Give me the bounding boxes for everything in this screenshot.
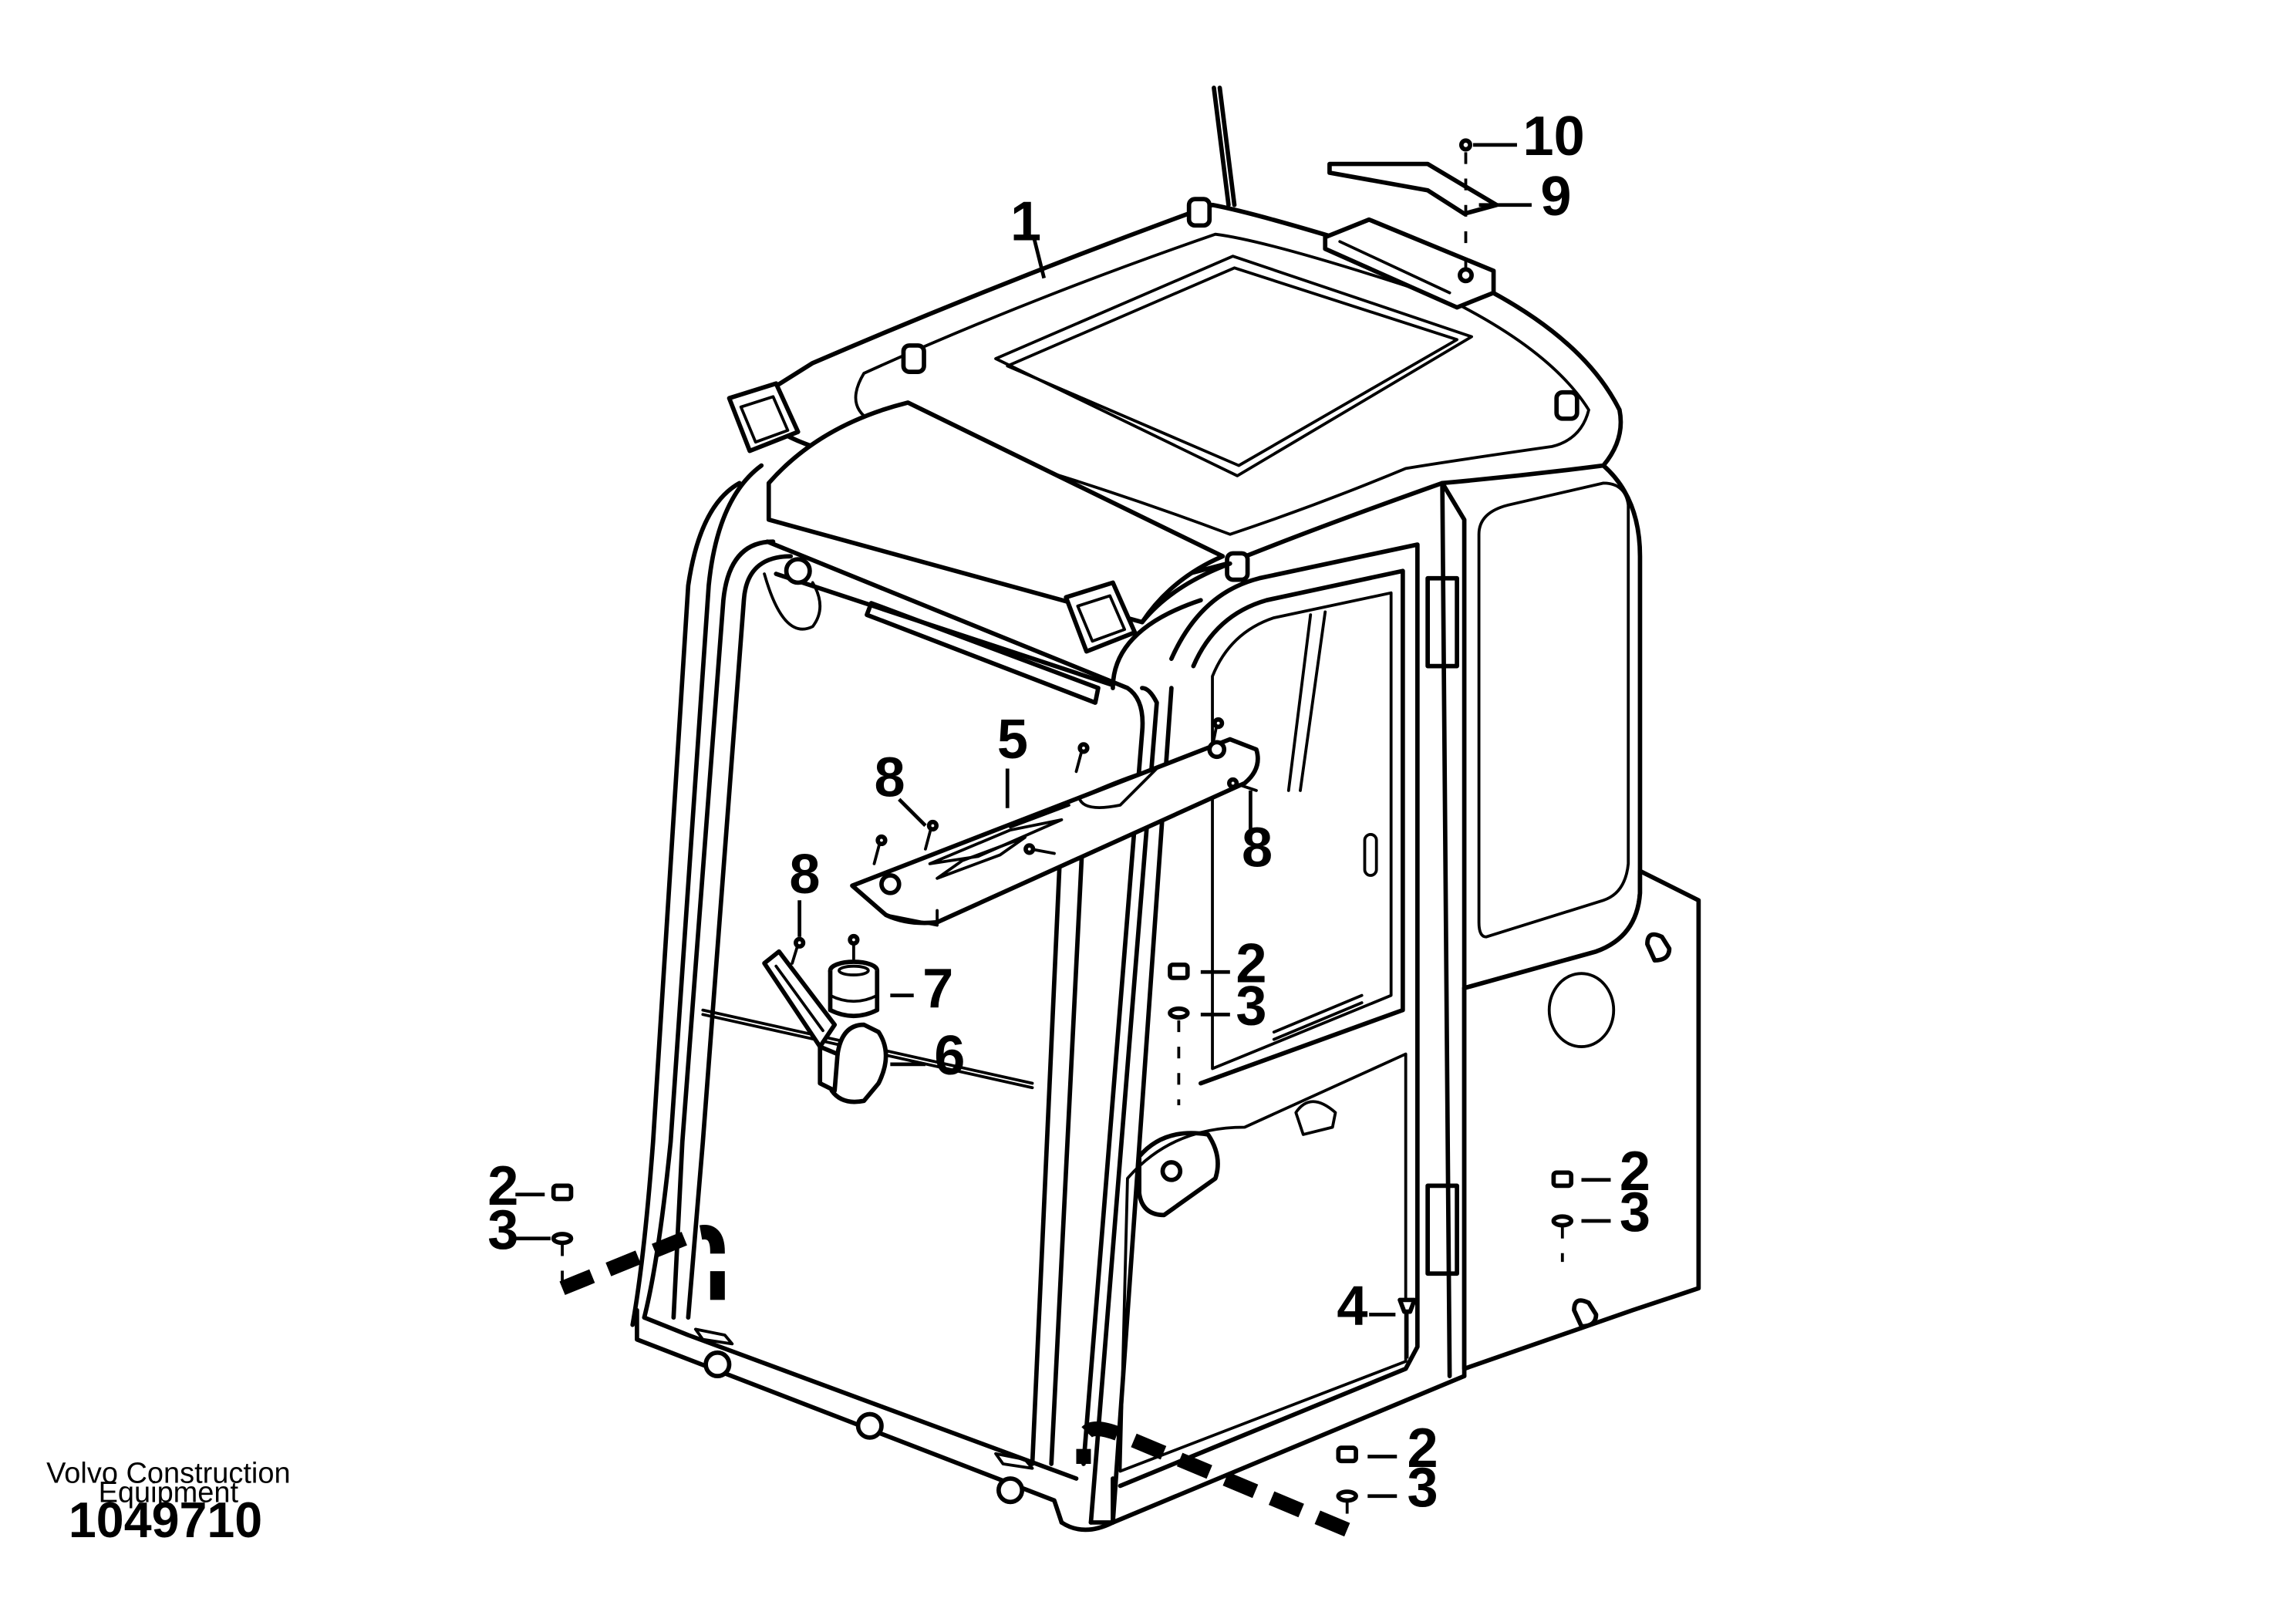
base-mount [703, 1350, 732, 1378]
work-light-left [727, 381, 801, 454]
callout-8-console-left: 8 [874, 747, 905, 809]
callout-3-rear: 3 [1620, 1182, 1650, 1243]
callout-4: 4 [1337, 1276, 1367, 1337]
callout-3-door: 3 [1236, 976, 1266, 1037]
cab-assembly [630, 86, 1701, 1533]
roof-post [1225, 551, 1250, 582]
document-number: 1049710 [69, 1492, 262, 1548]
credit-line-2: Equipment [99, 1476, 239, 1509]
roof-post [1554, 389, 1580, 421]
credit-line-1: Volvo Construction [46, 1458, 291, 1490]
callout-9: 9 [1540, 166, 1571, 228]
footer: Volvo Construction Equipment 1049710 [46, 1458, 291, 1548]
callout-1: 1 [1010, 191, 1041, 252]
callout-7: 7 [922, 958, 953, 1020]
base-mount [996, 1476, 1025, 1505]
callout-2-bottom: 2 [1408, 1418, 1438, 1479]
callout-8-mirror: 8 [789, 844, 820, 905]
dome-lamp [828, 959, 880, 1018]
screws [791, 717, 1258, 965]
cab-rear-box [1462, 868, 1701, 1371]
base-mount [855, 1411, 884, 1440]
leader-lines [515, 143, 1611, 1499]
callout-10: 10 [1523, 106, 1585, 167]
callout-2-door: 2 [1236, 933, 1266, 995]
overhead-console [850, 737, 1260, 927]
callout-3-bottom: 3 [1408, 1457, 1438, 1519]
callout-labels: 1 2 3 2 3 2 3 2 3 4 5 6 7 8 8 8 9 10 [487, 106, 1650, 1519]
callout-6: 6 [934, 1025, 965, 1087]
fasteners [551, 962, 1574, 1537]
callout-3-front-left: 3 [487, 1199, 518, 1261]
callout-5: 5 [997, 709, 1028, 771]
roof-post [1186, 197, 1212, 228]
callout-2-front-left: 2 [487, 1155, 518, 1217]
roof-post [901, 343, 926, 374]
work-light-right [1064, 580, 1138, 654]
wiper [774, 557, 1115, 705]
door-handle [1137, 1100, 1337, 1218]
callout-8-console-right: 8 [1242, 818, 1273, 879]
bracket-and-screw [1327, 138, 1499, 284]
interior-mirror [762, 949, 888, 1104]
callout-2-rear: 2 [1620, 1141, 1650, 1202]
door-hinge [1425, 1183, 1459, 1276]
